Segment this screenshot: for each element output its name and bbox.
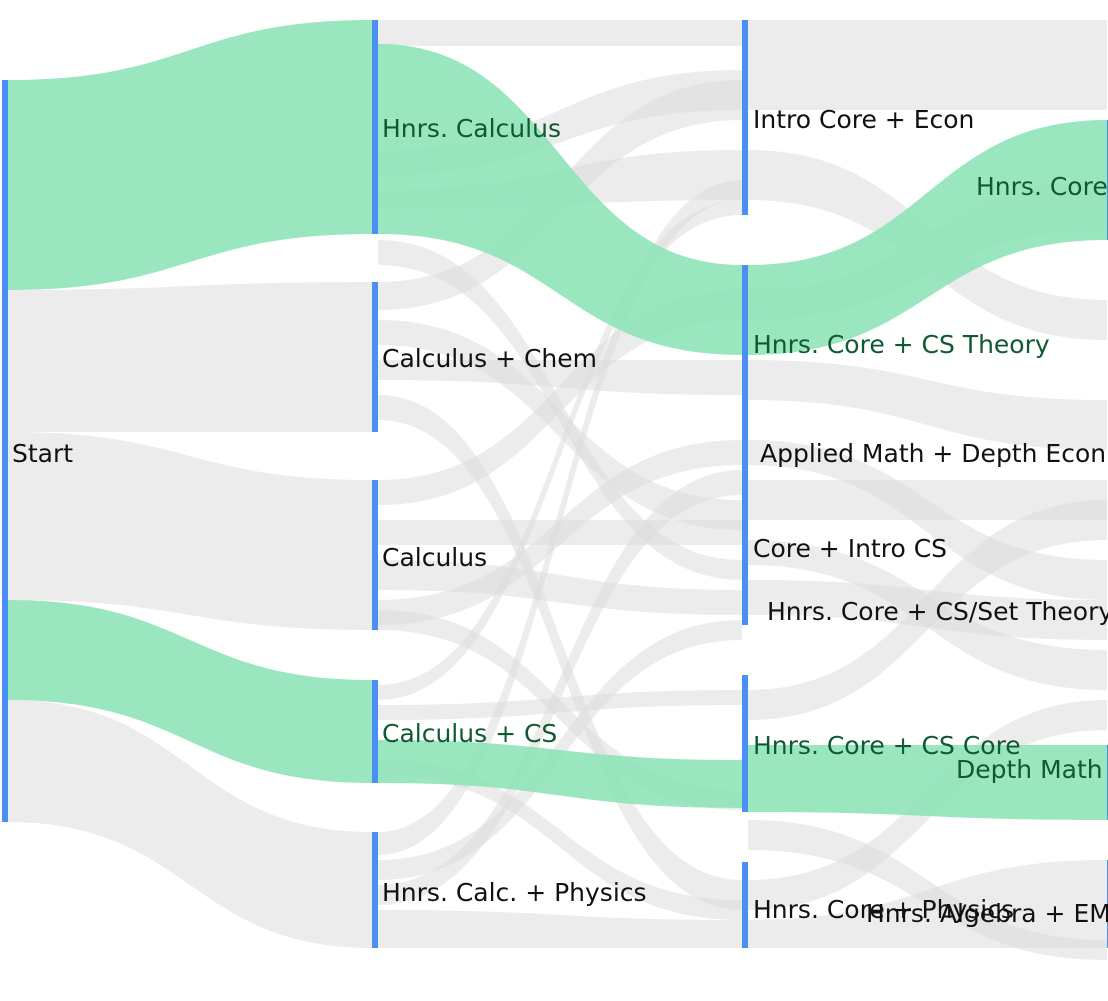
flow-link: [378, 470, 742, 905]
nodes: [2, 20, 1108, 948]
flow-link: [8, 432, 372, 530]
flow-link: [748, 20, 1107, 110]
node-label: Calculus: [382, 543, 487, 572]
flow-link: [378, 200, 742, 700]
node-label: Core + Intro CS: [753, 534, 947, 563]
node-label: Intro Core + Econ: [753, 105, 974, 134]
flow-link: [378, 760, 742, 920]
flow-link: [378, 320, 742, 530]
flow-link: [378, 20, 742, 46]
node-bar: [372, 20, 378, 234]
highlighted-flow-link: [378, 740, 742, 808]
flow-link: [748, 360, 1107, 450]
node-bar: [2, 80, 8, 822]
flow-link: [8, 282, 372, 432]
node-label: Hnrs. Core + CS Theory: [753, 330, 1050, 359]
node-label: Hnrs. Core + Physics: [753, 895, 1014, 924]
flow-link: [378, 610, 742, 810]
links-highlighted: [8, 20, 1107, 820]
flow-link: [378, 240, 742, 580]
node-bar: [372, 282, 378, 432]
node-label: Depth Math: [956, 755, 1103, 784]
flow-link: [378, 560, 742, 615]
node-bar: [742, 862, 748, 948]
node-label: Hnrs. Calc. + Physics: [382, 878, 647, 907]
node-label: Hnrs. Core: [976, 172, 1108, 201]
node-bar: [742, 572, 748, 625]
flow-link: [378, 180, 742, 855]
node-label: Start: [12, 439, 73, 468]
node-bar: [742, 20, 748, 215]
node-label: Hnrs. Core + CS/Set Theory: [767, 597, 1108, 626]
node-label: Hnrs. Calculus: [382, 114, 561, 143]
node-bar: [742, 675, 748, 812]
highlighted-flow-link: [378, 44, 742, 355]
node-bar: [742, 466, 748, 572]
highlighted-flow-link: [8, 600, 372, 783]
node-label: Hnrs. Algebra + EM: [866, 899, 1108, 928]
highlighted-flow-link: [748, 120, 1107, 355]
flow-link: [748, 500, 1107, 720]
flow-link: [748, 480, 1107, 520]
highlighted-flow-link: [8, 20, 372, 290]
highlighted-flow-link: [748, 745, 1107, 820]
flow-link: [8, 700, 372, 948]
flow-link: [378, 440, 742, 625]
flow-link: [378, 910, 742, 948]
node-label: Calculus + CS: [382, 719, 557, 748]
node-bar: [372, 680, 378, 783]
node-bar: [742, 418, 748, 466]
flow-link: [748, 860, 1107, 948]
node-bar: [742, 265, 748, 418]
flow-link: [8, 480, 372, 630]
flow-link: [378, 360, 742, 395]
node-label: Hnrs. Core + CS Core: [753, 731, 1021, 760]
flow-link: [378, 395, 742, 910]
node-label: Calculus + Chem: [382, 344, 597, 373]
flow-link: [378, 290, 742, 505]
node-bar: [372, 480, 378, 630]
node-bar: [372, 832, 378, 948]
node-label: Applied Math + Depth Econ: [760, 439, 1106, 468]
